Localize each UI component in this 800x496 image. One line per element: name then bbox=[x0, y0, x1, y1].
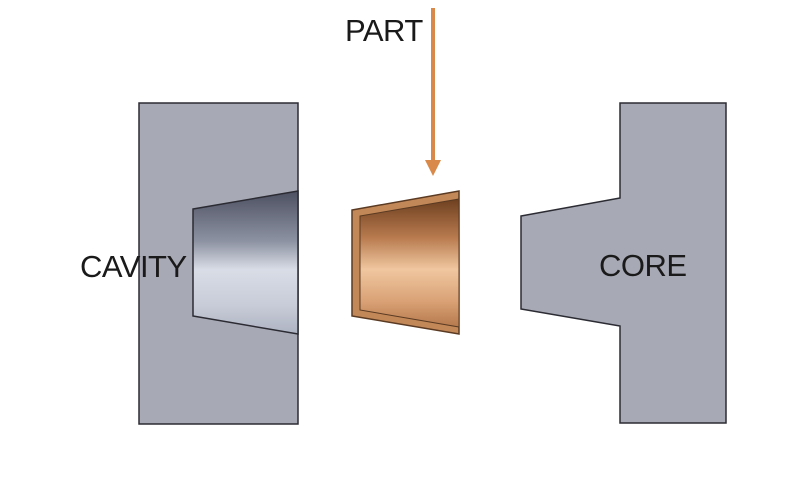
cavity-recess bbox=[192, 190, 299, 335]
part-arrow bbox=[425, 8, 441, 176]
cavity-block bbox=[138, 102, 299, 425]
core-body bbox=[520, 102, 727, 424]
cavity-label: CAVITY bbox=[80, 249, 187, 284]
part-label: PART bbox=[345, 13, 423, 48]
part-inner-surface bbox=[359, 198, 460, 328]
core-label: CORE bbox=[599, 248, 687, 283]
part bbox=[351, 190, 460, 335]
core-block bbox=[520, 102, 727, 424]
arrow-head bbox=[425, 160, 441, 176]
